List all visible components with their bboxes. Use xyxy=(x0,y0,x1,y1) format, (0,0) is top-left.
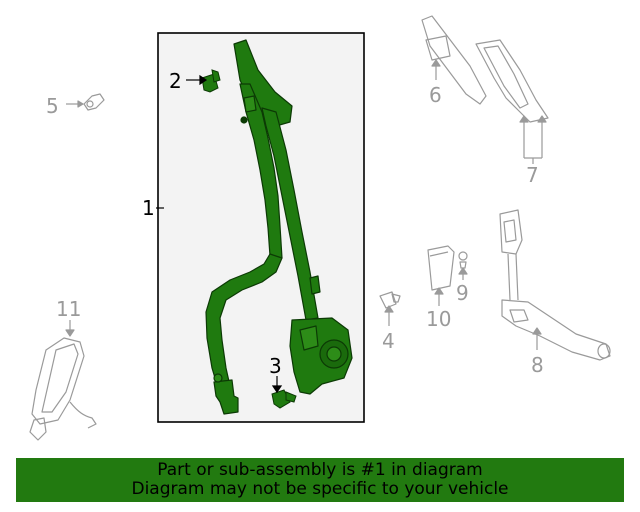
bolt-part-3[interactable] xyxy=(271,389,297,409)
callout-9[interactable]: 9 xyxy=(456,281,469,305)
callout-2[interactable]: 2 xyxy=(169,69,182,93)
guide-part-6[interactable] xyxy=(421,15,487,105)
callout-8[interactable]: 8 xyxy=(531,353,544,377)
banner-line-2: Diagram may not be specific to your vehi… xyxy=(131,479,509,499)
banner-line-1: Part or sub-assembly is #1 in diagram xyxy=(157,460,483,480)
bolt-part-4[interactable] xyxy=(379,291,401,326)
callout-1[interactable]: 1 xyxy=(142,196,155,220)
leader-lines xyxy=(156,74,283,394)
callout-7[interactable]: 7 xyxy=(526,163,539,187)
callout-10[interactable]: 10 xyxy=(426,307,451,331)
cover-part-10[interactable] xyxy=(427,245,455,306)
callout-5[interactable]: 5 xyxy=(46,94,59,118)
other-parts xyxy=(29,15,611,441)
seat-belt-assembly-part-1[interactable] xyxy=(205,39,353,415)
clip-part-5[interactable] xyxy=(66,93,105,111)
buckle-part-11[interactable] xyxy=(29,320,97,441)
callout-11[interactable]: 11 xyxy=(56,297,81,321)
callout-4[interactable]: 4 xyxy=(382,329,395,353)
callout-6[interactable]: 6 xyxy=(429,83,442,107)
screw-part-9[interactable] xyxy=(458,251,468,280)
info-banner: Part or sub-assembly is #1 in diagram Di… xyxy=(16,458,624,502)
buckle-part-8[interactable] xyxy=(499,209,611,361)
bolt-part-2[interactable] xyxy=(201,69,221,93)
trim-panel-part-7[interactable] xyxy=(475,39,549,164)
callout-3[interactable]: 3 xyxy=(269,354,282,378)
